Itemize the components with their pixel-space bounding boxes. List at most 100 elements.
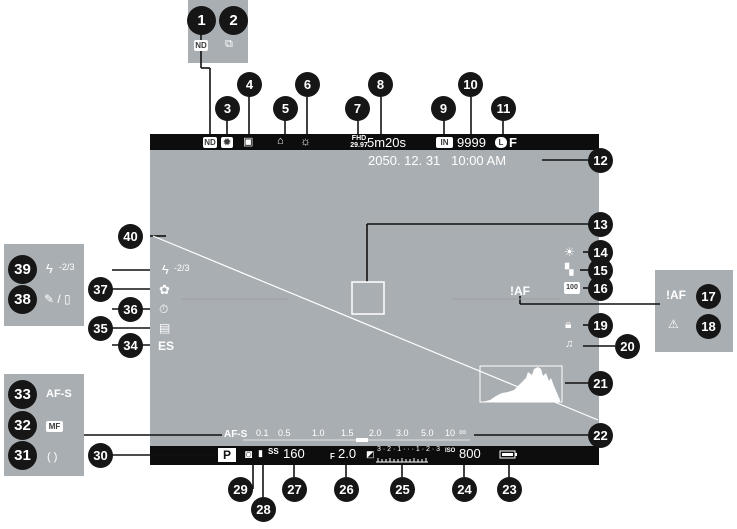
callout-31: 31 xyxy=(8,441,37,470)
flash-compensation: -2/3 xyxy=(174,263,190,273)
distance-tick: 2.0 xyxy=(369,428,382,438)
shooting-mode: P xyxy=(218,448,236,462)
callout-30: 30 xyxy=(88,443,113,468)
panel-af-right xyxy=(655,270,733,352)
af-warning: !AF xyxy=(510,284,530,298)
callout-23: 23 xyxy=(497,477,522,502)
bottom-info-bar xyxy=(150,446,599,465)
ss-icon: SS xyxy=(268,447,279,456)
callout-4: 4 xyxy=(237,72,262,97)
mf-icon-panel: MF xyxy=(46,421,63,432)
internal-memory-icon: IN xyxy=(436,137,453,148)
callout-34: 34 xyxy=(118,333,143,358)
callout-18: 18 xyxy=(696,314,721,339)
shutter-type-icon: ▮ xyxy=(258,448,263,458)
callout-21: 21 xyxy=(588,371,613,396)
image-size-icon: L xyxy=(495,137,507,148)
focus-check-icon: ( ) xyxy=(47,451,58,463)
white-balance-icon: ☀ xyxy=(564,245,575,259)
callout-11: 11 xyxy=(491,96,516,121)
flash-compensation-panel: -2/3 xyxy=(59,262,75,272)
bluetooth-monitor-icon: ▣ xyxy=(243,136,254,148)
remaining-time: 5m20s xyxy=(367,135,407,150)
macro-icon: ✿ xyxy=(159,282,170,297)
callout-32: 32 xyxy=(8,411,37,440)
callout-36: 36 xyxy=(118,297,143,322)
callout-7: 7 xyxy=(345,96,370,121)
touch-screen-icon: ✎ / ▯ xyxy=(44,292,71,306)
nd-filter-icon: ND xyxy=(194,40,208,51)
film-simulation-icon: ▚ xyxy=(565,264,574,276)
iso-label: ISO xyxy=(445,448,456,454)
callout-27: 27 xyxy=(282,477,307,502)
location-icon: ⌂ xyxy=(277,135,284,147)
aperture-f-label: F xyxy=(330,452,335,461)
distance-tick: ∞ xyxy=(459,427,467,438)
lock-icon: 🔒︎ xyxy=(565,317,572,331)
callout-40: 40 xyxy=(118,224,143,249)
callout-12: 12 xyxy=(588,148,613,173)
callout-35: 35 xyxy=(88,316,113,341)
exposure-compensation-icon: ◩ xyxy=(366,449,375,459)
digital-teleconverter-icon: ⧉ xyxy=(225,38,233,50)
distance-tick: 1.5 xyxy=(341,428,354,438)
callout-5: 5 xyxy=(273,96,298,121)
continuous-mode-icon: ▤ xyxy=(159,321,171,335)
top-info-bar xyxy=(150,134,599,150)
callout-33: 33 xyxy=(8,380,37,409)
callout-16: 16 xyxy=(588,276,613,301)
af-mode-panel: AF-S xyxy=(46,388,72,400)
callout-39: 39 xyxy=(8,255,37,284)
callout-10: 10 xyxy=(458,72,483,97)
histogram xyxy=(482,367,560,402)
callout-1: 1 xyxy=(187,6,216,35)
callout-22: 22 xyxy=(588,423,613,448)
callout-19: 19 xyxy=(588,313,613,338)
frames-remaining: 9999 xyxy=(457,135,486,150)
callout-2: 2 xyxy=(219,6,248,35)
distance-tick: 1.0 xyxy=(312,428,325,438)
flash-icon-panel: ϟ xyxy=(46,261,53,276)
focus-frame xyxy=(351,281,385,315)
distance-tick: 10 xyxy=(445,428,456,438)
callout-20: 20 xyxy=(615,334,640,359)
drive-mode: ES xyxy=(158,339,175,353)
af-warning-panel: !AF xyxy=(666,288,686,302)
callout-24: 24 xyxy=(452,477,477,502)
callout-28: 28 xyxy=(251,497,276,522)
callout-3: 3 xyxy=(215,96,240,121)
self-timer-icon: ⏱ xyxy=(159,302,169,316)
iso-value: 800 xyxy=(459,446,481,461)
exposure-scale: 3 · 2 · 1 · · · 1 · 2 · 3 xyxy=(377,446,441,453)
callout-13: 13 xyxy=(588,212,613,237)
distance-tick: 0.1 xyxy=(256,428,269,438)
temperature-icon: ☼ xyxy=(300,134,311,148)
metering-icon: ◙ xyxy=(245,447,253,461)
callout-37: 37 xyxy=(88,277,113,302)
nd-indicator: ND xyxy=(203,137,217,148)
callout-38: 38 xyxy=(8,285,37,314)
distance-tick: 5.0 xyxy=(421,428,434,438)
callout-9: 9 xyxy=(431,96,456,121)
date-time: 2050. 12. 31 10:00 AM xyxy=(368,153,507,168)
callout-29: 29 xyxy=(228,477,253,502)
gear-icon: ✹ xyxy=(221,137,233,148)
callout-26: 26 xyxy=(334,477,359,502)
callout-8: 8 xyxy=(368,72,393,97)
distance-tick: 0.5 xyxy=(278,428,291,438)
temperature-warning-icon: ⚠ xyxy=(668,317,679,331)
flash-icon: ϟ xyxy=(162,262,169,277)
callout-6: 6 xyxy=(295,72,320,97)
callout-25: 25 xyxy=(390,477,415,502)
distance-scale-mode: AF-S xyxy=(224,429,248,440)
dynamic-range: 100 xyxy=(564,282,580,294)
sound-off-icon: ♫ xyxy=(565,338,574,350)
distance-tick: 3.0 xyxy=(396,428,409,438)
image-quality: F xyxy=(509,135,517,150)
movie-mode-icon: FHD 29.97 xyxy=(350,135,368,149)
aperture-value: 2.0 xyxy=(338,446,357,461)
shutter-speed: 160 xyxy=(283,446,305,461)
callout-17: 17 xyxy=(696,284,721,309)
